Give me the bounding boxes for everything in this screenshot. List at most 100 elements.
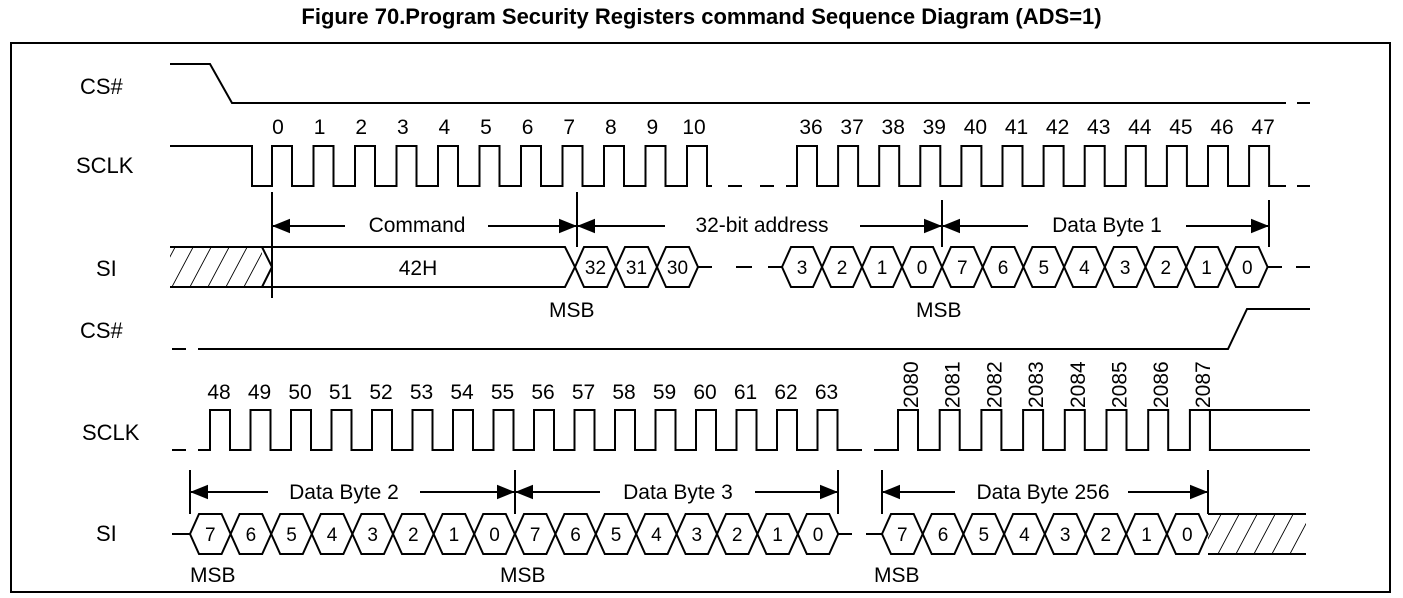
data-byte-2-label: Data Byte 2	[289, 481, 399, 504]
clock-number-54: 54	[450, 381, 474, 404]
data-byte-256-bit-label-1: 6	[938, 525, 949, 546]
si-end-hatch	[1208, 514, 1306, 554]
clock-number-2: 2	[355, 116, 367, 139]
data-byte-1-bit-label-4: 3	[1120, 258, 1131, 279]
si-dont-care-border	[170, 246, 262, 288]
command-value: 42H	[399, 257, 438, 280]
clock-number-1: 1	[314, 116, 326, 139]
clock-number-63: 63	[815, 381, 838, 404]
data-byte-3-bit-label-1: 6	[570, 525, 581, 546]
data-byte-2-bit-label-3: 4	[327, 525, 338, 546]
address-bit-end-label-2: 1	[877, 258, 888, 279]
msb-label-data-byte-2: MSB	[190, 564, 236, 587]
data-byte-3-bit-label-7: 0	[813, 525, 824, 546]
si-end-hatch-border	[1208, 513, 1306, 555]
sclk-label: SCLK	[76, 153, 134, 178]
clock-number-37: 37	[840, 116, 863, 139]
clock-number-36: 36	[799, 116, 822, 139]
clock-number-61: 61	[734, 381, 757, 404]
si-dont-care-hatch	[170, 247, 262, 287]
clock-number-2085: 2085	[1109, 361, 1132, 408]
clock-number-43: 43	[1087, 116, 1110, 139]
data-byte-256-label: Data Byte 256	[976, 481, 1109, 504]
data-byte-2-bit-label-0: 7	[205, 525, 216, 546]
clock-number-60: 60	[693, 381, 716, 404]
sclk-waveform-row2	[172, 409, 1310, 451]
clock-number-9: 9	[647, 116, 659, 139]
clock-number-2084: 2084	[1067, 361, 1090, 408]
data-byte-3-bit-label-6: 1	[772, 525, 783, 546]
data-byte-3-bit-label-2: 5	[611, 525, 622, 546]
data-byte-256-bit-label-3: 4	[1019, 525, 1030, 546]
cs-label: CS#	[80, 74, 124, 99]
data-byte-1-bit-label-3: 4	[1079, 258, 1090, 279]
clock-number-46: 46	[1210, 116, 1233, 139]
command-span-label: Command	[369, 214, 466, 237]
clock-number-48: 48	[207, 381, 230, 404]
clock-number-42: 42	[1046, 116, 1069, 139]
clock-number-47: 47	[1251, 116, 1274, 139]
address-bit-end-label-1: 2	[837, 258, 848, 279]
data-byte-256-bit-label-2: 5	[978, 525, 989, 546]
msb-label-data-byte-1: MSB	[916, 299, 962, 322]
data-byte-1-label: Data Byte 1	[1052, 214, 1162, 237]
data-byte-2-bit-label-1: 6	[246, 525, 257, 546]
address-bit-label-2: 30	[667, 258, 688, 279]
address-span-label: 32-bit address	[695, 214, 828, 237]
clock-number-3: 3	[397, 116, 409, 139]
data-byte-1-bit-label-6: 1	[1201, 258, 1212, 279]
data-byte-1-bit-label-2: 5	[1038, 258, 1049, 279]
clock-number-58: 58	[612, 381, 635, 404]
data-byte-3-label: Data Byte 3	[623, 481, 733, 504]
clock-number-6: 6	[522, 116, 534, 139]
clock-number-51: 51	[329, 381, 352, 404]
clock-number-49: 49	[248, 381, 271, 404]
data-byte-1-bit-label-7: 0	[1242, 258, 1253, 279]
data-byte-256-bit-label-0: 7	[897, 525, 908, 546]
data-byte-1-bit-label-1: 6	[998, 258, 1009, 279]
data-byte-256-bit-label-6: 1	[1141, 525, 1152, 546]
clock-number-10: 10	[682, 116, 705, 139]
clock-number-2081: 2081	[942, 361, 965, 408]
data-byte-256-bit-label-4: 3	[1060, 525, 1071, 546]
clock-number-59: 59	[653, 381, 676, 404]
data-byte-3-bit-label-0: 7	[530, 525, 541, 546]
clock-number-2080: 2080	[900, 361, 923, 408]
clock-number-2086: 2086	[1150, 361, 1173, 408]
clock-number-2083: 2083	[1025, 361, 1048, 408]
address-bit-end-label-0: 3	[797, 258, 808, 279]
data-byte-2-bit-label-6: 1	[449, 525, 460, 546]
clock-number-50: 50	[288, 381, 311, 404]
clock-number-55: 55	[491, 381, 514, 404]
clock-number-53: 53	[410, 381, 433, 404]
clock-number-8: 8	[605, 116, 617, 139]
data-byte-3-bit-label-5: 2	[732, 525, 743, 546]
msb-label-data-byte-256: MSB	[874, 564, 920, 587]
clock-number-57: 57	[572, 381, 595, 404]
address-bit-label-0: 32	[585, 258, 606, 279]
data-byte-256-bit-label-7: 0	[1182, 525, 1193, 546]
data-byte-256-bit-cell-7	[1165, 513, 1209, 555]
data-byte-2-bit-label-5: 2	[408, 525, 419, 546]
clock-number-56: 56	[531, 381, 554, 404]
msb-label-address: MSB	[549, 299, 595, 322]
diagram-frame	[10, 42, 1391, 593]
cs-waveform	[170, 63, 1286, 104]
clock-number-62: 62	[774, 381, 797, 404]
clock-number-41: 41	[1005, 116, 1028, 139]
sclk-label-row2: SCLK	[82, 420, 140, 445]
row2-markers	[189, 470, 1209, 514]
clock-number-2087: 2087	[1192, 361, 1215, 408]
clock-number-45: 45	[1169, 116, 1192, 139]
data-byte-1-bit-label-0: 7	[957, 258, 968, 279]
data-byte-2-bit-label-2: 5	[286, 525, 297, 546]
row1-markers	[271, 192, 1270, 298]
clock-number-52: 52	[369, 381, 392, 404]
data-byte-256-bit-label-5: 2	[1101, 525, 1112, 546]
clock-number-40: 40	[964, 116, 987, 139]
clock-number-0: 0	[272, 116, 284, 139]
